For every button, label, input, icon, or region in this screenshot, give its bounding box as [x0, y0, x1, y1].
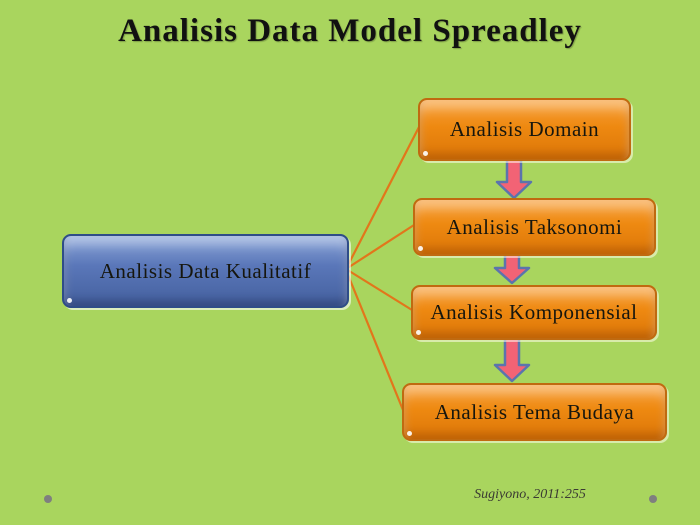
- citation-text: Sugiyono, 2011:255: [474, 487, 586, 502]
- slide-title: Analisis Data Model Spreadley: [118, 13, 582, 49]
- footer-bullet-right: [649, 495, 657, 503]
- down-arrow-icon-domain-to-taksonomi: [495, 157, 533, 200]
- connector-line-source-to-taksonomi: [345, 224, 415, 270]
- down-arrow-icon-taksonomi-to-komponensial: [493, 251, 531, 285]
- connector-line-source-to-komponensial: [345, 268, 413, 311]
- node-label: Analisis Tema Budaya: [434, 399, 635, 424]
- node-analisis-domain: Analisis Domain: [418, 98, 631, 161]
- node-label: Analisis Taksonomi: [446, 214, 623, 239]
- down-arrow-icon-komponensial-to-tema-budaya: [493, 335, 531, 383]
- node-label: Analisis Data Kualitatif: [99, 258, 312, 283]
- node-analisis-data-kualitatif: Analisis Data Kualitatif: [62, 234, 349, 308]
- node-label: Analisis Komponensial: [430, 300, 638, 324]
- node-analisis-taksonomi: Analisis Taksonomi: [413, 198, 656, 256]
- connector-line-source-to-tema-budaya: [344, 269, 405, 411]
- footer-bullet-left: [44, 495, 52, 503]
- node-label: Analisis Domain: [449, 117, 600, 141]
- connector-line-source-to-domain: [345, 126, 420, 270]
- node-analisis-tema-budaya: Analisis Tema Budaya: [402, 383, 667, 441]
- node-analisis-komponensial: Analisis Komponensial: [411, 285, 657, 340]
